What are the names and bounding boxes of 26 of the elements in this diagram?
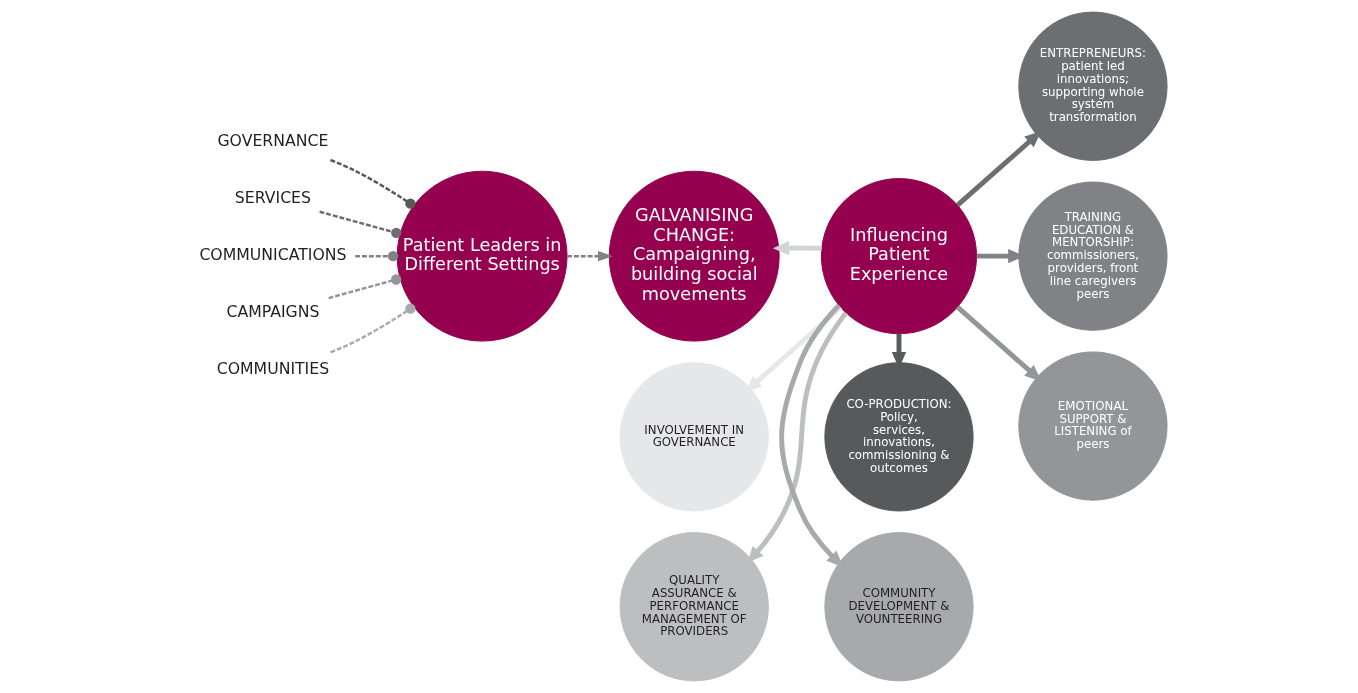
connector xyxy=(330,303,416,354)
node-text: SERVICES xyxy=(234,187,312,207)
node-text: COMMUNITIES xyxy=(216,358,330,378)
node-circle: QUALITY ASSURANCE & PERFORMANCE MANAGEMENT OF PROVIDERS xyxy=(619,532,769,682)
arrow xyxy=(772,240,822,256)
node-circle: Influencing Patient Experience xyxy=(820,178,978,335)
connector xyxy=(328,274,402,300)
arrow xyxy=(567,251,613,262)
arrow xyxy=(745,305,843,393)
arrow xyxy=(747,311,848,564)
node-circle: TRAINING EDUCATION & MENTORSHIP: commissioners, providers, front line caregivers peers xyxy=(1018,181,1168,331)
node-text: COMMUNICATIONS xyxy=(199,244,347,264)
arrow xyxy=(955,305,1042,382)
node-circle: Patient Leaders in Different Settings xyxy=(396,170,568,342)
node-circle: INVOLVEMENT IN GOVERNANCE xyxy=(619,362,769,512)
connector xyxy=(355,251,399,262)
node-circle: EMOTIONAL SUPPORT & LISTENING of peers xyxy=(1018,351,1168,501)
arrow xyxy=(779,303,844,568)
node-text: CAMPAIGNS xyxy=(226,301,320,321)
node-circle: GALVANISING CHANGE: Campaigning, building social movements xyxy=(608,170,780,342)
connector xyxy=(330,158,416,209)
connector xyxy=(319,210,402,238)
node-text: GOVERNANCE xyxy=(217,130,329,150)
node-circle: CO-PRODUCTION: Policy, services, innovations, commissioning & outcomes xyxy=(824,362,974,512)
node-circle: ENTREPRENEURS: patient led innovations; supporting whole system transformation xyxy=(1018,11,1168,161)
arrow xyxy=(955,131,1042,207)
